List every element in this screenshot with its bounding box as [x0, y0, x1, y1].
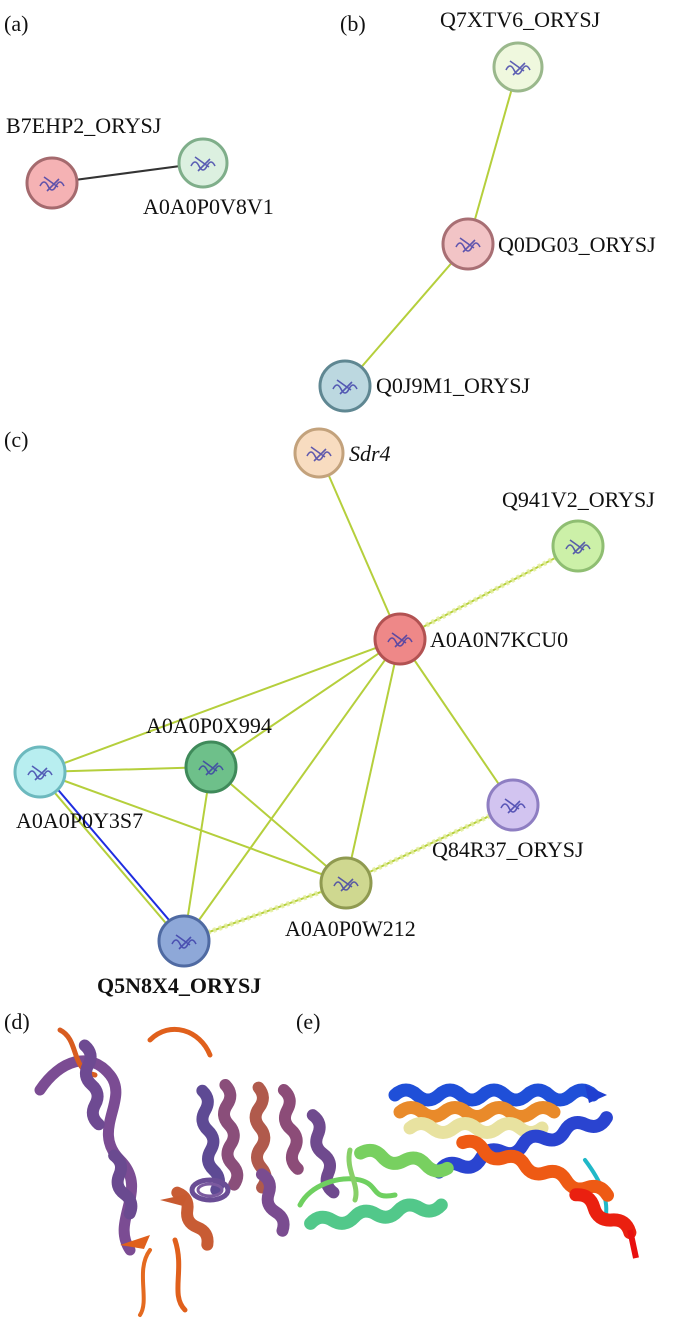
node-A0A0P0W212[interactable]: A0A0P0W212 [285, 856, 416, 941]
node-label: B7EHP2_ORYSJ [6, 113, 162, 138]
network-nodes: B7EHP2_ORYSJ A0A0P0V8V1 Q7XTV6_ORYSJ Q0DG03… [6, 7, 656, 998]
node-label: Q0J9M1_ORYSJ [376, 373, 530, 398]
node-Q84R37[interactable]: Q84R37_ORYSJ [432, 778, 584, 862]
panel-label-e: (e) [296, 1009, 320, 1034]
node-Q0J9M1[interactable]: Q0J9M1_ORYSJ [318, 359, 530, 413]
structure-thumbnail-icon [27, 765, 53, 781]
node-label: Q0DG03_ORYSJ [498, 232, 656, 257]
node-A0A0P0Y3S7[interactable]: A0A0P0Y3S7 [13, 745, 143, 833]
structure-thumbnail-icon [306, 446, 332, 462]
node-Q941V2[interactable]: Q941V2_ORYSJ [502, 487, 655, 573]
node-label: A0A0N7KCU0 [430, 627, 568, 652]
node-label: Q5N8X4_ORYSJ [97, 973, 261, 998]
structure-thumbnail-icon [455, 237, 481, 253]
node-label: Q941V2_ORYSJ [502, 487, 655, 512]
structure-thumbnail-icon [387, 632, 413, 648]
node-A0A0N7KCU0[interactable]: A0A0N7KCU0 [373, 612, 568, 666]
node-label: Sdr4 [349, 441, 391, 466]
node-A0A0P0X994[interactable]: A0A0P0X994 [146, 713, 272, 794]
node-label: A0A0P0X994 [146, 713, 272, 738]
node-Sdr4[interactable]: Sdr4 [293, 427, 391, 479]
node-Q5N8X4[interactable]: Q5N8X4_ORYSJ [97, 914, 261, 998]
protein-structure-e [297, 1083, 639, 1259]
edge-Q941V2-A0A0N7KCU0 [398, 543, 580, 642]
node-label: Q84R37_ORYSJ [432, 837, 584, 862]
node-Q7XTV6[interactable]: Q7XTV6_ORYSJ [440, 7, 601, 93]
edge-A0A0N7KCU0-A0A0P0W212 [345, 638, 401, 884]
node-label: A0A0P0V8V1 [143, 194, 274, 219]
structure-thumbnail-icon [171, 934, 197, 950]
panel-label-a: (a) [4, 11, 28, 36]
node-A0A0P0V8V1[interactable]: A0A0P0V8V1 [143, 137, 274, 219]
edge-A0A0N7KCU0-A0A0P0X994 [210, 638, 401, 768]
structure-thumbnail-icon [198, 760, 224, 776]
edge-Q7XTV6-Q0DG03 [467, 66, 519, 245]
edge-Q0DG03-Q0J9M1 [344, 243, 469, 387]
protein-structure-d [34, 1026, 340, 1317]
edge-A0A0P0X994-Q5N8X4 [183, 766, 212, 942]
structure-thumbnail-icon [565, 539, 591, 555]
structure-thumbnail-icon [39, 176, 65, 192]
edge-A0A0P0W212-Q84R37 [344, 802, 515, 886]
node-label: Q7XTV6_ORYSJ [440, 7, 601, 32]
panel-label-c: (c) [4, 427, 28, 452]
node-label: A0A0P0Y3S7 [16, 808, 143, 833]
structure-thumbnail-icon [333, 876, 359, 892]
edge-A0A0N7KCU0-Q84R37 [399, 638, 514, 806]
node-label: A0A0P0W212 [285, 916, 416, 941]
panel-label-b: (b) [340, 11, 366, 36]
panel-label-d: (d) [4, 1009, 30, 1034]
edge-Sdr4-A0A0N7KCU0 [318, 452, 401, 640]
edge-A0A0P0Y3S7-Q5N8X4 [37, 769, 187, 944]
network-edges [37, 66, 580, 944]
structure-thumbnail-icon [190, 156, 216, 172]
edge-A0A0P0X994-A0A0P0W212 [210, 766, 347, 884]
edge-A0A0P0Y3S7-A0A0P0W212 [39, 771, 347, 884]
node-B7EHP2[interactable]: B7EHP2_ORYSJ [6, 113, 162, 210]
edge-A0A0P0Y3S7-A0A0P0X994 [39, 766, 212, 773]
edge-A0A0P0W212-Q5N8X4 [183, 880, 347, 944]
edge-A0A0N7KCU0-A0A0P0Y3S7 [39, 638, 401, 773]
node-Q0DG03[interactable]: Q0DG03_ORYSJ [441, 217, 656, 271]
structure-thumbnail-icon [500, 798, 526, 814]
edge-A0A0N7KCU0-Q5N8X4 [183, 638, 401, 942]
structure-thumbnail-icon [332, 379, 358, 395]
structure-thumbnail-icon [505, 60, 531, 76]
